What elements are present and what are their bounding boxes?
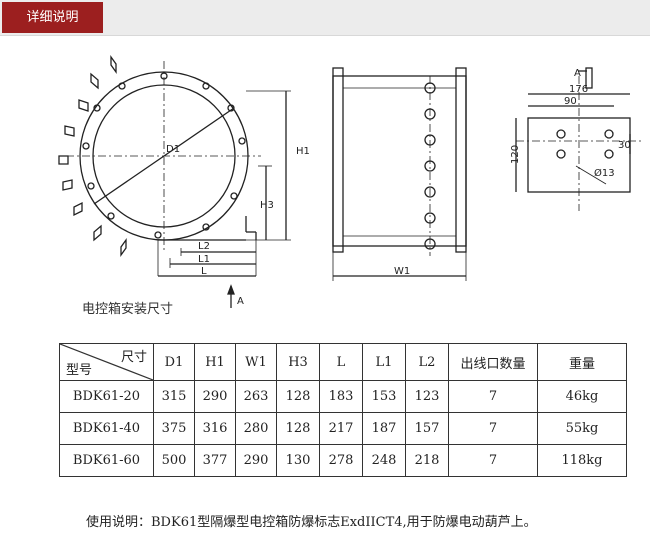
drawing-caption: 电控箱安装尺寸 (82, 302, 174, 317)
cell: 183 (319, 380, 363, 413)
cell: BDK61-20 (59, 380, 154, 413)
cell: 315 (153, 380, 195, 413)
cell: 218 (405, 444, 449, 477)
col-header: W1 (235, 343, 277, 381)
cell: 290 (235, 444, 277, 477)
cell: 153 (362, 380, 406, 413)
cell: 290 (194, 380, 236, 413)
label-view-a: A (574, 68, 581, 79)
cell: 7 (448, 444, 538, 477)
cell: 7 (448, 412, 538, 445)
label-w1: W1 (394, 266, 410, 277)
label-h1: H1 (296, 146, 310, 157)
table-row: BDK61-60 500 377 290 130 278 248 218 7 1… (59, 444, 627, 477)
cell: 316 (194, 412, 236, 445)
table-header-row: 尺寸 型号 D1 H1 W1 H3 L L1 L2 出线口数量 重量 (59, 343, 627, 381)
cell: 130 (276, 444, 320, 477)
cell: 187 (362, 412, 406, 445)
cell: 263 (235, 380, 277, 413)
tab-details[interactable]: 详细说明 (2, 2, 103, 33)
label-l2: L2 (198, 241, 210, 252)
label-176: 176 (569, 84, 588, 95)
cell: BDK61-60 (59, 444, 154, 477)
tab-bar: 详细说明 (0, 0, 650, 36)
col-header: L (319, 343, 363, 381)
cell: 128 (276, 380, 320, 413)
cell: 55kg (537, 412, 627, 445)
cell: 128 (276, 412, 320, 445)
label-d1: D1 (166, 144, 180, 155)
cell: 123 (405, 380, 449, 413)
front-view-flange (58, 54, 291, 308)
cell: 278 (319, 444, 363, 477)
label-hole: Ø13 (594, 167, 615, 179)
spec-document: D1 H1 H3 L2 L1 L A W1 A 176 90 120 30 Ø1… (46, 36, 644, 543)
label-arrow-a: A (237, 296, 244, 307)
cell: 280 (235, 412, 277, 445)
col-header: L2 (405, 343, 449, 381)
col-header: 重量 (537, 343, 627, 381)
corner-top-label: 尺寸 (120, 350, 147, 365)
label-120: 120 (510, 145, 521, 164)
cell: 46kg (537, 380, 627, 413)
cell: 217 (319, 412, 363, 445)
col-header: L1 (362, 343, 406, 381)
col-header: H1 (194, 343, 236, 381)
cell: BDK61-40 (59, 412, 154, 445)
cell: 7 (448, 380, 538, 413)
cell: 157 (405, 412, 449, 445)
usage-note: 使用说明：BDK61型隔爆型电控箱防爆标志ExdIICT4,用于防爆电动葫芦上。 (86, 515, 537, 530)
technical-drawing: D1 H1 H3 L2 L1 L A W1 A 176 90 120 30 Ø1… (58, 54, 641, 308)
col-header: H3 (276, 343, 320, 381)
cell: 248 (362, 444, 406, 477)
label-h3: H3 (260, 200, 274, 211)
label-90: 90 (564, 96, 577, 107)
table-row: BDK61-20 315 290 263 128 183 153 123 7 4… (59, 380, 627, 413)
cell: 375 (153, 412, 195, 445)
corner-header: 尺寸 型号 (59, 343, 154, 381)
label-30: 30 (618, 140, 631, 151)
spec-table: 尺寸 型号 D1 H1 W1 H3 L L1 L2 出线口数量 重量 BDK61… (59, 343, 627, 477)
cell: 118kg (537, 444, 627, 477)
side-view-body (332, 67, 467, 281)
cell: 377 (194, 444, 236, 477)
label-l1: L1 (198, 254, 210, 265)
bracket-view (515, 67, 641, 211)
col-header: D1 (153, 343, 195, 381)
corner-bottom-label: 型号 (66, 363, 93, 378)
table-row: BDK61-40 375 316 280 128 217 187 157 7 5… (59, 412, 627, 445)
col-header: 出线口数量 (448, 343, 538, 381)
label-l: L (201, 266, 207, 277)
cell: 500 (153, 444, 195, 477)
